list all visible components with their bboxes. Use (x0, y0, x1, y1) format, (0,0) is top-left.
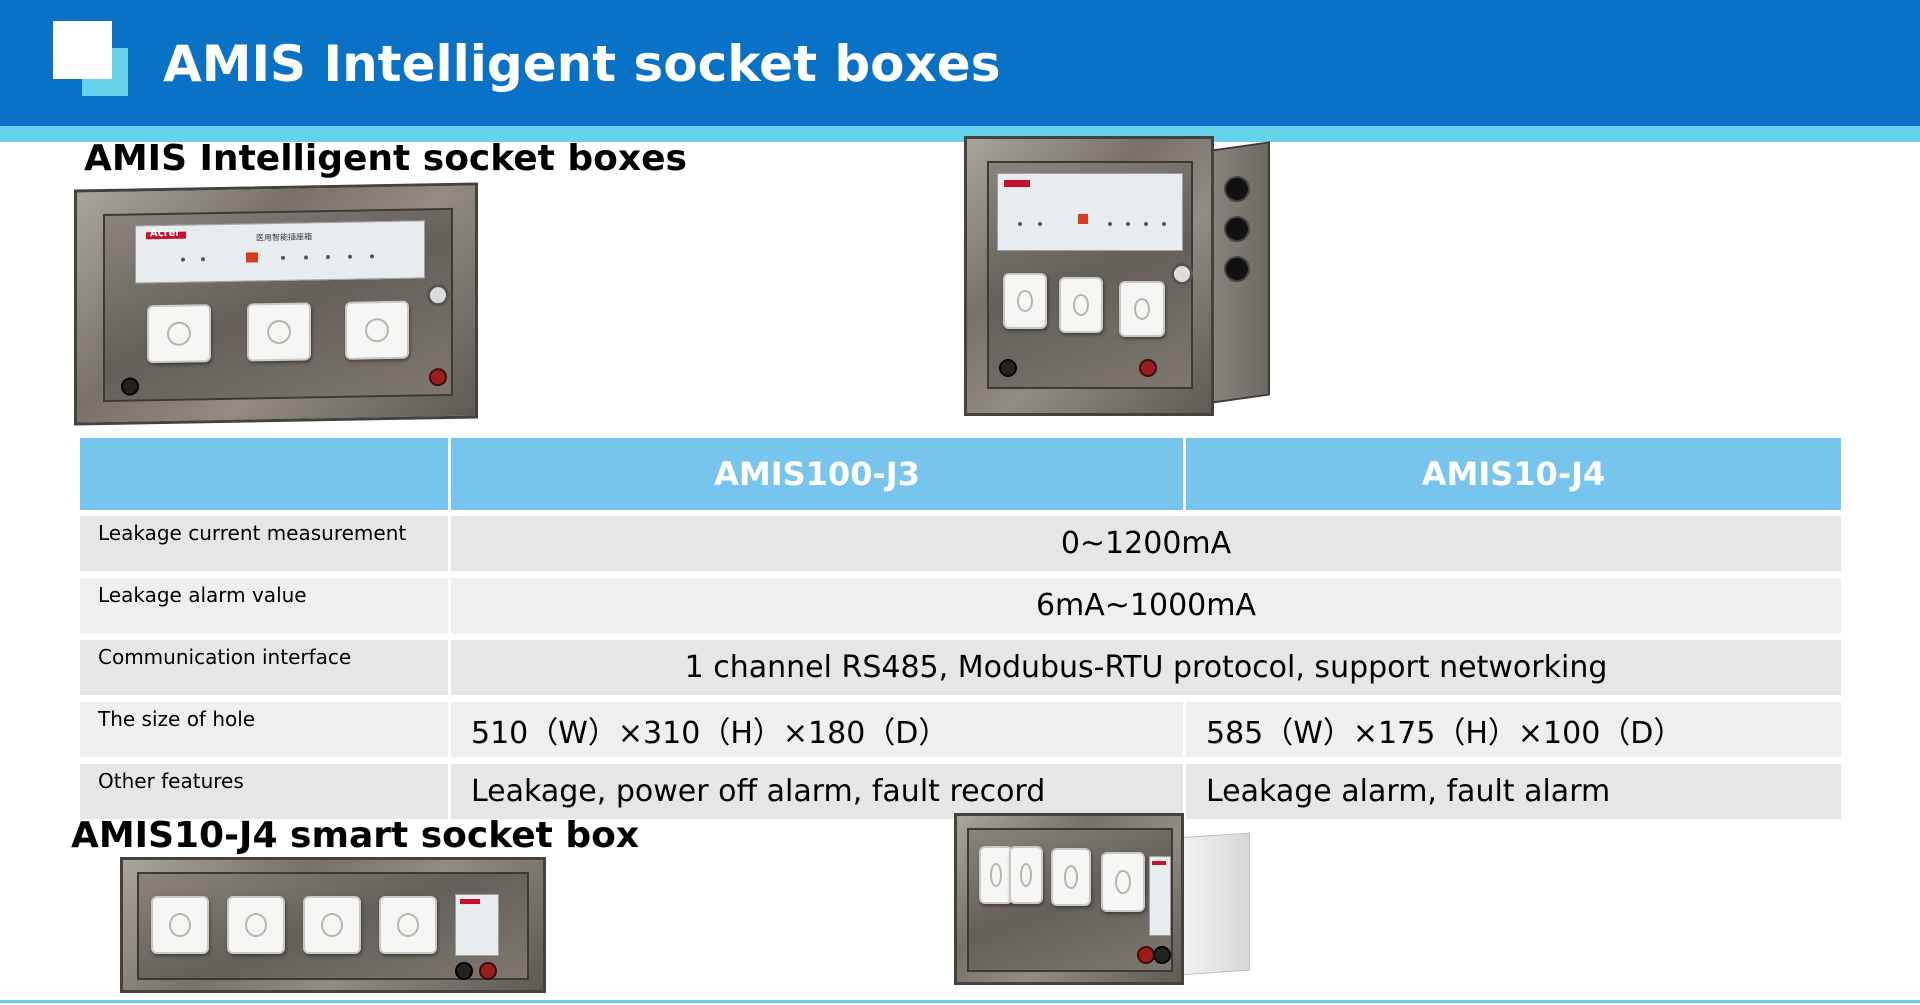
display-panel (1149, 856, 1171, 936)
terminal-red-icon (1139, 359, 1157, 377)
socket-outlet-icon (1009, 846, 1043, 904)
spec-table: AMIS100-J3 AMIS10-J4 Leakage current mea… (80, 438, 1841, 826)
page-title: AMIS Intelligent socket boxes (163, 35, 1001, 93)
socket-outlet-icon (345, 300, 409, 360)
section-title-bottom: AMIS10-J4 smart socket box (71, 815, 640, 856)
row-value-j3: 510（W）×310（H）×180（D） (451, 702, 1186, 764)
product-image-amis100-angled (964, 116, 1284, 432)
table-row: The size of hole 510（W）×310（H）×180（D） 58… (80, 702, 1841, 764)
row-label: The size of hole (80, 702, 451, 764)
product-image-amis100-front: Acrel 医用智能插座箱 (74, 182, 478, 426)
display-panel (455, 894, 499, 956)
panel-caption: 医用智能插座箱 (256, 232, 312, 243)
table-row: Leakage current measurement 0~1200mA (80, 516, 1841, 578)
socket-outlet-icon (147, 304, 211, 364)
socket-outlet-icon (247, 302, 311, 362)
socket-outlet-icon (1051, 848, 1091, 906)
socket-outlet-icon (1059, 277, 1103, 333)
terminal-red-icon (429, 368, 447, 387)
table-row: Other features Leakage, power off alarm,… (80, 764, 1841, 826)
product-image-amis10-front (120, 857, 546, 993)
row-label: Leakage current measurement (80, 516, 451, 578)
lock-icon (427, 283, 449, 307)
ground-terminal-icon (121, 377, 139, 396)
row-value: 6mA~1000mA (451, 578, 1841, 640)
table-header-amis10-j4: AMIS10-J4 (1186, 438, 1841, 516)
section-title-top: AMIS Intelligent socket boxes (84, 138, 687, 179)
table-header-amis100-j3: AMIS100-J3 (451, 438, 1186, 516)
row-value-j3: Leakage, power off alarm, fault record (451, 764, 1186, 826)
row-value-j4: 585（W）×175（H）×100（D） (1186, 702, 1841, 764)
socket-outlet-icon (303, 896, 361, 954)
socket-outlet-icon (1119, 281, 1165, 337)
table-header-row: AMIS100-J3 AMIS10-J4 (80, 438, 1841, 516)
socket-outlet-icon (379, 896, 437, 954)
brand-logo: Acrel (150, 227, 179, 240)
lock-icon (1171, 263, 1193, 285)
socket-outlet-icon (227, 896, 285, 954)
ground-terminal-icon (1153, 946, 1171, 964)
table-header-blank (80, 438, 451, 516)
ground-terminal-icon (999, 359, 1017, 377)
footer-accent-line (0, 1000, 1920, 1003)
row-label: Communication interface (80, 640, 451, 702)
table-row: Communication interface 1 channel RS485,… (80, 640, 1841, 702)
socket-outlet-icon (1101, 852, 1145, 912)
header-bar (0, 0, 1920, 126)
socket-outlet-icon (979, 846, 1013, 904)
header-accent-strip (0, 126, 1920, 142)
socket-outlet-icon (1003, 273, 1047, 329)
row-value-j4: Leakage alarm, fault alarm (1186, 764, 1841, 826)
ground-terminal-icon (455, 962, 473, 980)
table-row: Leakage alarm value 6mA~1000mA (80, 578, 1841, 640)
logo-square-front-icon (53, 21, 112, 79)
product-image-amis10-angled (954, 813, 1254, 985)
row-value: 0~1200mA (451, 516, 1841, 578)
row-value: 1 channel RS485, Modubus-RTU protocol, s… (451, 640, 1841, 702)
row-label: Leakage alarm value (80, 578, 451, 640)
row-label: Other features (80, 764, 451, 826)
terminal-red-icon (479, 962, 497, 980)
socket-outlet-icon (151, 896, 209, 954)
